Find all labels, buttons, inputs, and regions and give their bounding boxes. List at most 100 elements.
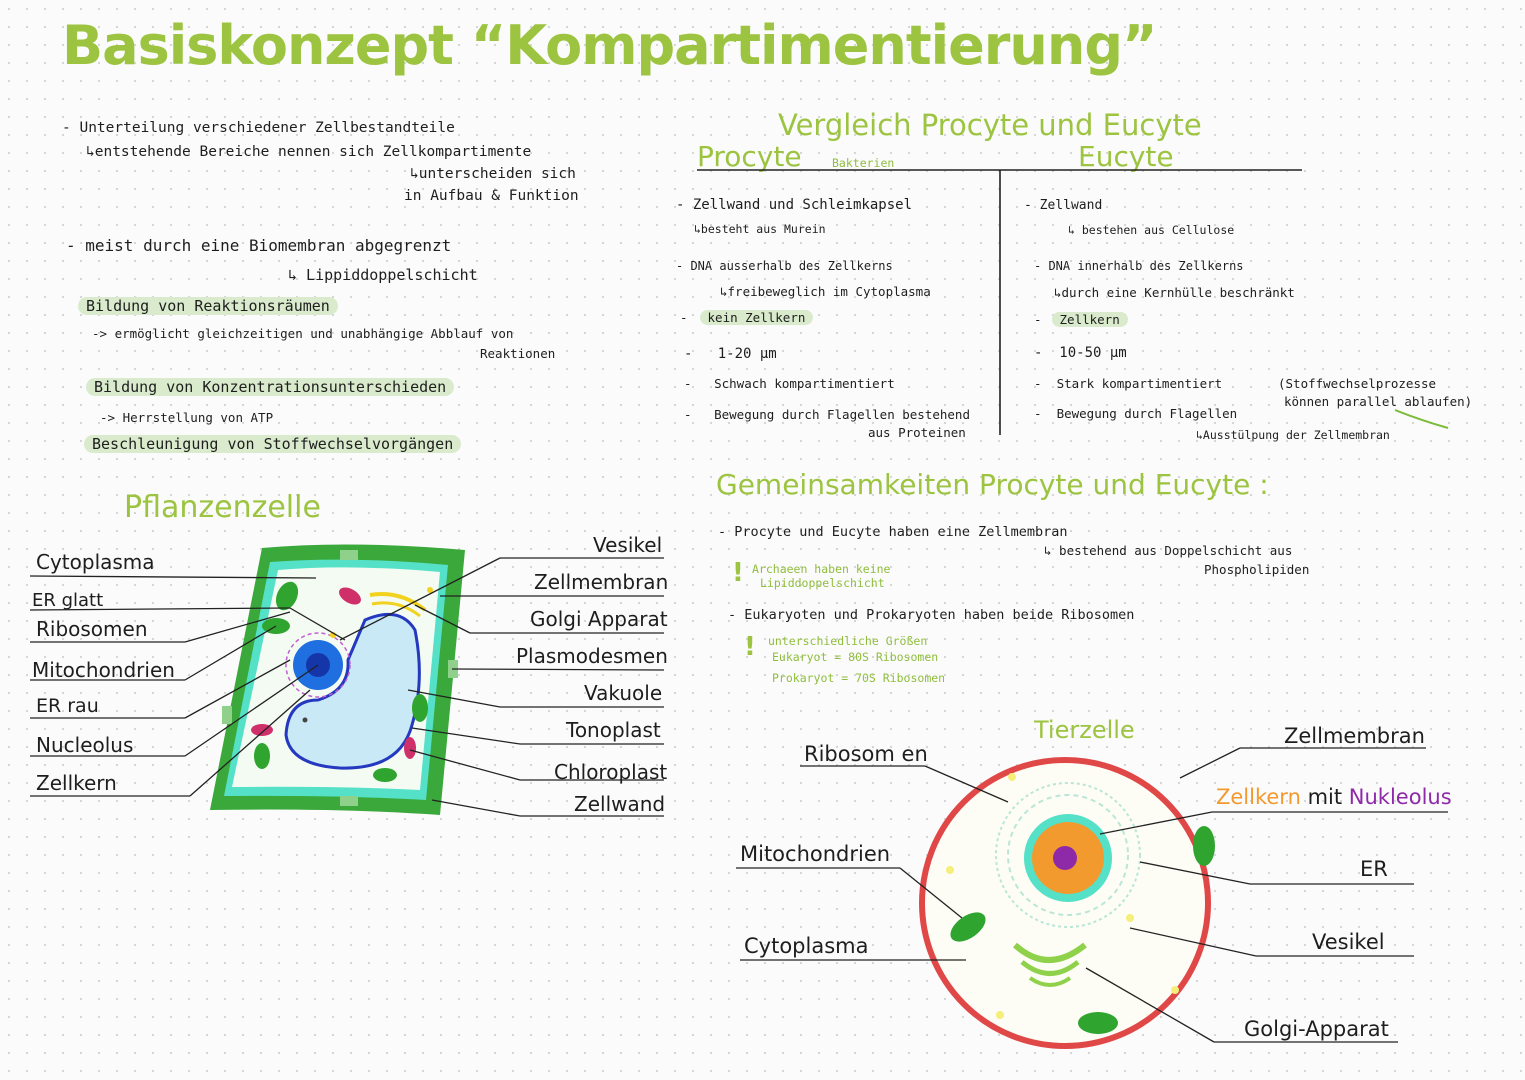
note-line: -> ermöglicht gleichzeitigen und unabhän… (92, 326, 513, 341)
eucyte-item: - 10-50 μm (1034, 345, 1127, 361)
plant-label-chloroplast: Chloroplast (554, 760, 667, 784)
plant-cytoplasm (232, 567, 440, 790)
eucyte-item: - DNA innerhalb des Zellkerns (1034, 259, 1244, 273)
plant-label-vesikel: Vesikel (593, 533, 662, 557)
plasmodesma (340, 796, 358, 806)
golgi (1015, 945, 1085, 960)
common-note: Lipiddoppelschicht (760, 576, 885, 590)
eucyte-item: können parallel ablaufen) (1284, 394, 1472, 409)
common-note: Prokaryot = 70S Ribosomen (772, 671, 945, 685)
eucyte-item: ↳Ausstülpung der Zellmembran (1196, 428, 1390, 442)
procyte-item: - DNA ausserhalb des Zellkerns (676, 259, 893, 273)
animal-label-er: ER (1360, 857, 1388, 881)
animal-label-ribosomen: Ribosom en (804, 742, 928, 766)
highlight-beschleunigung: Beschleunigung von Stoffwechselvorgängen (84, 435, 461, 453)
plant-label-zellwand: Zellwand (574, 792, 665, 816)
vesicle (946, 866, 954, 874)
note-line: ↳ Lippiddoppelschicht (288, 266, 478, 284)
nucleus (293, 640, 343, 690)
plant-label-mitochondrien: Mitochondrien (32, 658, 175, 682)
chloroplast (412, 694, 428, 722)
page-title: Basiskonzept “Kompartimentierung” (62, 14, 1156, 77)
plant-label-golgi: Golgi Apparat (530, 607, 668, 631)
note-line: - meist durch eine Biomembran abgegrenzt (66, 236, 451, 255)
animal-label-zellmembran: Zellmembran (1284, 724, 1425, 748)
procyte-item: ↳freibeweglich im Cytoplasma (720, 284, 931, 299)
check-mark-icon (1395, 410, 1448, 428)
compare-heading: Vergleich Procyte und Eucyte (778, 108, 1202, 142)
eucyte-item: -Zellkern (1034, 312, 1128, 327)
common-point: - Eukaryoten und Prokaryoten haben beide… (728, 607, 1134, 623)
ribosome (303, 718, 308, 723)
plant-cell-drawing (210, 544, 465, 815)
vacuole (286, 614, 419, 768)
plant-label-plasmodesmen: Plasmodesmen (516, 644, 668, 668)
vesicle (1126, 914, 1134, 922)
plant-label-ribosomen: Ribosomen (36, 617, 148, 641)
exclamation-icon: ! (744, 632, 756, 662)
plasmodesma (340, 550, 358, 560)
animal-label-vesikel: Vesikel (1312, 930, 1385, 954)
eucyte-item: - Zellwand (1024, 198, 1102, 213)
highlight-reaktionsraeume: Bildung von Reaktionsräumen (78, 297, 338, 315)
golgi (370, 594, 425, 610)
chloroplast (254, 743, 270, 769)
chloroplast (272, 578, 303, 614)
mitochondrion (404, 737, 416, 759)
animal-cell-membrane (922, 760, 1208, 1046)
note-line: Reaktionen (480, 346, 555, 361)
chloroplast (373, 768, 397, 782)
vesicle (996, 1011, 1004, 1019)
exclamation-icon: ! (732, 558, 744, 588)
common-note: unterschiedliche Größen (768, 634, 927, 648)
note-line: in Aufbau & Funktion (404, 188, 579, 204)
eucyte-item: ↳durch eine Kernhülle beschränkt (1054, 285, 1295, 300)
common-point: Phospholipiden (1204, 562, 1309, 577)
plant-cell-heading: Pflanzenzelle (124, 490, 321, 525)
animal-label-golgi: Golgi-Apparat (1244, 1017, 1389, 1041)
procyte-item: - Bewegung durch Flagellen bestehend (684, 407, 970, 422)
eucyte-item: ↳ bestehen aus Cellulose (1068, 223, 1234, 237)
vesicle (1171, 986, 1179, 994)
common-point: - Procyte und Eucyte haben eine Zellmemb… (718, 524, 1068, 540)
plasmodesma (222, 706, 232, 724)
nucleus (1032, 822, 1104, 894)
plasmodesma (448, 660, 458, 678)
compare-col-procyte-sub: Bakterien (832, 156, 894, 170)
nucleolus (306, 653, 330, 677)
vesicle (1008, 773, 1016, 781)
er-rau (286, 633, 350, 697)
mitochondrion (1193, 826, 1215, 866)
animal-cell-drawing (922, 760, 1215, 1046)
eucyte-item: (Stoffwechselprozesse (1278, 376, 1436, 391)
animal-label-cytoplasma: Cytoplasma (744, 934, 868, 958)
common-heading: Gemeinsamkeiten Procyte und Eucyte : (716, 468, 1269, 501)
plant-label-zellmembran: Zellmembran (534, 570, 668, 594)
mitochondrion (1078, 1012, 1118, 1034)
plant-label-er-glatt: ER glatt (32, 590, 103, 611)
eucyte-item: - Stark kompartimentiert (1034, 376, 1222, 391)
procyte-item: -kein Zellkern (680, 310, 813, 325)
mitochondrion (251, 724, 273, 736)
common-note: Eukaryot = 80S Ribosomen (772, 650, 938, 664)
er (996, 783, 1140, 927)
chloroplast (262, 618, 290, 634)
mitochondrion (945, 907, 990, 948)
nucleolus (1053, 846, 1077, 870)
common-point: ↳ bestehend aus Doppelschicht aus (1044, 543, 1292, 558)
procyte-item: - 1-20 μm (684, 346, 777, 362)
nuclear-envelope (1024, 814, 1112, 902)
animal-cell-heading: Tierzelle (1034, 716, 1135, 744)
vesicle (330, 632, 336, 638)
plant-label-cytoplasma: Cytoplasma (36, 550, 155, 574)
note-line: -> Herrstellung von ATP (100, 410, 273, 425)
vesicle (427, 587, 433, 593)
animal-label-mitochondrien: Mitochondrien (740, 842, 890, 866)
note-line: ↳entstehende Bereiche nennen sich Zellko… (86, 144, 531, 160)
plant-label-er-rau: ER rau (36, 695, 99, 717)
highlight-konzentration: Bildung von Konzentrationsunterschieden (86, 378, 454, 396)
note-line: ↳unterscheiden sich (410, 166, 576, 182)
plant-cell-wall (210, 544, 465, 815)
plant-label-vakuole: Vakuole (584, 681, 662, 705)
eucyte-item: - Bewegung durch Flagellen (1034, 406, 1237, 421)
